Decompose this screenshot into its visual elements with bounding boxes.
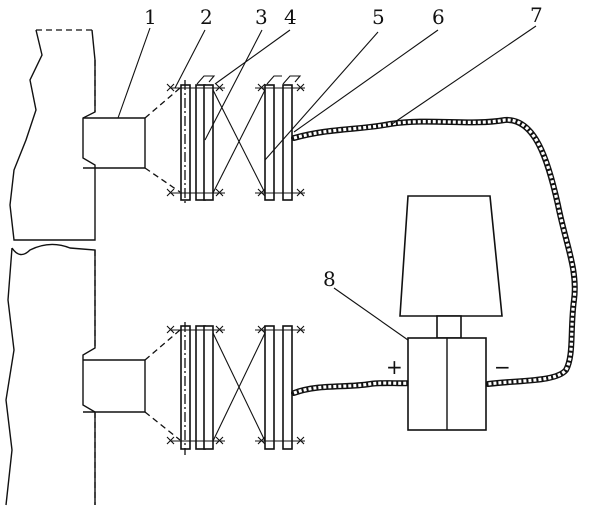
upper-flange-assembly <box>170 75 305 205</box>
terminal-signs: + − <box>386 355 511 379</box>
upper-bolt-markers <box>166 83 305 197</box>
lower-wall-section <box>5 243 96 506</box>
upper-plate-6 <box>282 84 293 201</box>
lower-plate-b <box>203 325 214 450</box>
leader-lines <box>117 25 537 341</box>
lower-plate-d <box>282 325 293 450</box>
upper-wall-section <box>9 29 96 241</box>
upper-cable <box>291 117 578 387</box>
label-1: 1 <box>144 5 157 29</box>
label-5: 5 <box>372 5 385 29</box>
power-unit-neck <box>436 315 462 339</box>
upper-pipe-stub <box>83 87 181 193</box>
lower-pipe-stub <box>83 329 181 441</box>
lower-plate-c <box>264 325 275 450</box>
positive-terminal-sign: + <box>386 355 403 379</box>
power-unit-housing <box>399 195 503 317</box>
part-labels: 1 2 3 4 5 6 7 8 <box>144 3 543 291</box>
label-3: 3 <box>255 5 268 29</box>
upper-plate-3b <box>203 84 214 201</box>
negative-terminal-sign: − <box>494 355 511 379</box>
label-6: 6 <box>432 5 445 29</box>
lower-cable <box>291 380 413 396</box>
label-4: 4 <box>284 5 297 29</box>
label-7: 7 <box>530 3 543 27</box>
label-2: 2 <box>200 5 213 29</box>
power-unit <box>399 195 503 431</box>
label-8: 8 <box>323 267 336 291</box>
lower-flange-assembly <box>170 322 305 455</box>
lower-bolt-markers <box>166 325 305 445</box>
upper-plate-5 <box>264 84 275 201</box>
